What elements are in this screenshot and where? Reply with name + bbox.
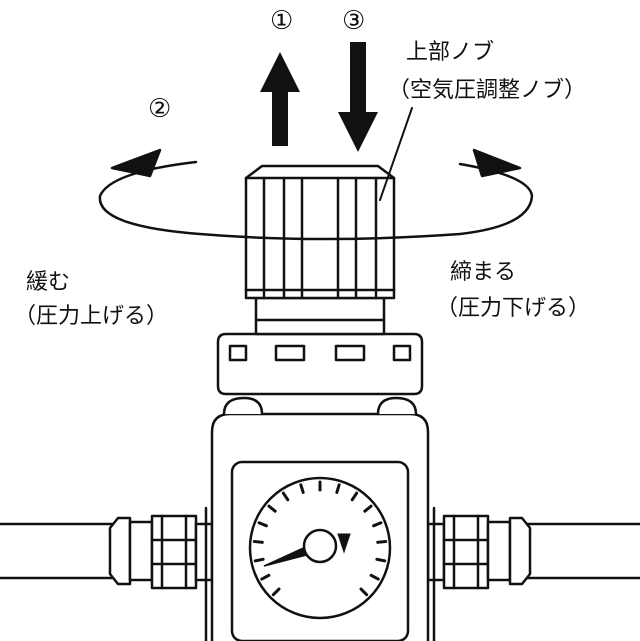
gauge-tick bbox=[260, 573, 271, 581]
arrow-up-icon bbox=[260, 52, 300, 146]
loosen-label-line1: 緩む bbox=[26, 270, 71, 295]
gauge-tick bbox=[252, 540, 264, 544]
left-pipe bbox=[0, 522, 114, 580]
step-1-marker: ① bbox=[270, 6, 294, 36]
rotation-arrow-icon bbox=[98, 148, 534, 241]
upper-knob-label-line2: （空気圧調整ノブ） bbox=[388, 78, 587, 103]
gauge-tick bbox=[281, 491, 290, 502]
knob-stem bbox=[254, 296, 386, 336]
ring-nut bbox=[216, 332, 424, 396]
gauge-tick bbox=[359, 587, 369, 597]
gauge-tick bbox=[369, 573, 380, 581]
gauge-tick bbox=[376, 540, 388, 544]
step-3-marker: ③ bbox=[342, 6, 366, 36]
gauge-tick bbox=[257, 521, 268, 528]
right-pipe bbox=[518, 522, 640, 580]
gauge-tick bbox=[267, 504, 277, 513]
tighten-label-line2: （圧力下げる） bbox=[436, 296, 591, 321]
gauge-tick bbox=[375, 557, 387, 563]
tighten-label-line1: 締まる bbox=[450, 260, 517, 285]
arrow-down-icon bbox=[338, 42, 378, 152]
gauge-tick bbox=[363, 504, 373, 513]
gauge-tick bbox=[299, 483, 305, 494]
gauge-tick bbox=[335, 483, 341, 494]
step-2-marker: ② bbox=[148, 94, 172, 124]
loosen-label-line2: （圧力上げる） bbox=[14, 304, 169, 329]
callout-leader-line bbox=[379, 107, 413, 201]
pressure-gauge-icon bbox=[248, 476, 392, 620]
gauge-tick bbox=[372, 521, 383, 528]
gauge-tick bbox=[271, 587, 281, 597]
upper-knob-label-line1: 上部ノブ bbox=[406, 40, 495, 65]
left-fitting bbox=[108, 514, 214, 590]
gauge-tick bbox=[253, 557, 265, 563]
upper-knob bbox=[244, 164, 396, 300]
gauge-tick bbox=[350, 491, 359, 502]
right-fitting bbox=[426, 514, 532, 590]
